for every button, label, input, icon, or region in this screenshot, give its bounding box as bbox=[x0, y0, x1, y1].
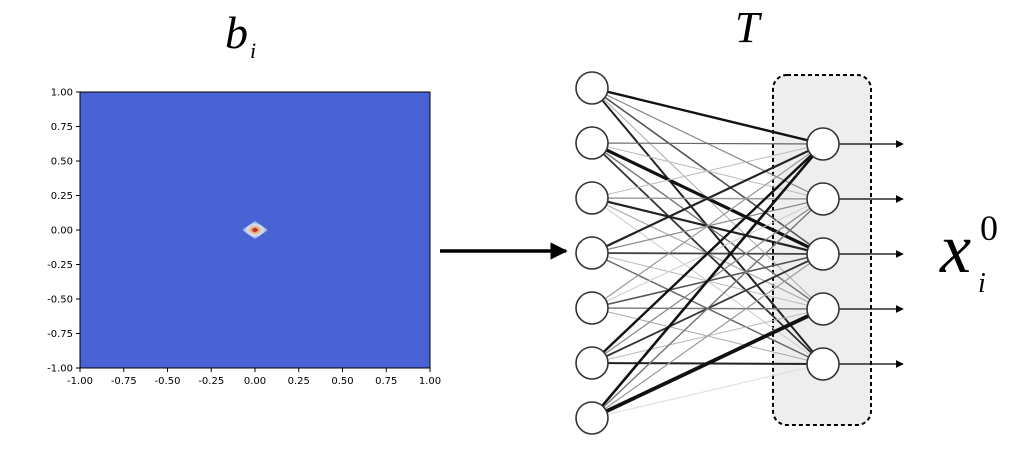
x-tick-label: 0.00 bbox=[244, 376, 266, 387]
output-label: x 0 i bbox=[939, 208, 998, 299]
y-tick-label: 0.50 bbox=[51, 157, 73, 168]
x-tick-label: 1.00 bbox=[419, 376, 441, 387]
output-node bbox=[806, 292, 840, 326]
x-tick-label: -0.50 bbox=[155, 376, 181, 387]
y-tick-label: -0.50 bbox=[47, 295, 73, 306]
input-nodes bbox=[575, 71, 609, 435]
output-nodes bbox=[806, 127, 840, 381]
input-node bbox=[575, 346, 609, 380]
x-tick-label: -0.75 bbox=[111, 376, 137, 387]
output-node bbox=[806, 237, 840, 271]
x-tick-label: 0.25 bbox=[288, 376, 310, 387]
network-edges bbox=[591, 86, 824, 420]
network-edge bbox=[591, 253, 824, 419]
network-symbol: T bbox=[735, 3, 763, 52]
network-edge bbox=[591, 143, 824, 419]
y-tick-label: -0.75 bbox=[47, 329, 73, 340]
y-tick-label: -1.00 bbox=[47, 364, 73, 375]
input-node bbox=[575, 401, 609, 435]
network-edge bbox=[591, 143, 824, 254]
x-axis-ticks: -1.00 -0.75 -0.50 -0.25 0.00 0.25 0.50 0.75 1.00 bbox=[67, 368, 441, 387]
output-node bbox=[806, 347, 840, 381]
y-axis-ticks: 1.00 0.75 0.50 0.25 0.00 -0.25 -0.50 -0.75 -1.00 bbox=[47, 88, 80, 375]
y-tick-label: -0.25 bbox=[47, 260, 73, 271]
network-edge bbox=[591, 86, 824, 146]
y-tick-label: 1.00 bbox=[51, 88, 73, 99]
y-tick-label: 0.25 bbox=[51, 191, 73, 202]
x-tick-label: 0.50 bbox=[331, 376, 353, 387]
input-label: b i bbox=[225, 7, 256, 63]
x-tick-label: -1.00 bbox=[67, 376, 93, 387]
network-edge bbox=[591, 142, 824, 145]
network-edge bbox=[591, 307, 824, 420]
input-node bbox=[575, 181, 609, 215]
output-node bbox=[806, 182, 840, 216]
input-node bbox=[575, 291, 609, 325]
output-symbol: x bbox=[939, 211, 971, 288]
network-edge bbox=[591, 143, 824, 364]
network-edge bbox=[591, 198, 824, 419]
input-node bbox=[575, 236, 609, 270]
input-node bbox=[575, 126, 609, 160]
input-subscript: i bbox=[250, 38, 256, 63]
network-edge bbox=[591, 143, 824, 309]
network-edge bbox=[591, 363, 824, 419]
output-subscript: i bbox=[978, 268, 986, 299]
heatmap-peak-core bbox=[251, 227, 259, 233]
network-edge bbox=[591, 143, 824, 199]
input-node bbox=[575, 71, 609, 105]
output-arrows bbox=[839, 140, 904, 368]
y-tick-label: 0.00 bbox=[51, 226, 73, 237]
y-tick-label: 0.75 bbox=[51, 122, 73, 133]
input-symbol: b bbox=[225, 7, 248, 58]
x-tick-label: -0.25 bbox=[198, 376, 224, 387]
x-tick-label: 0.75 bbox=[375, 376, 397, 387]
output-node bbox=[806, 127, 840, 161]
output-superscript: 0 bbox=[980, 208, 998, 248]
